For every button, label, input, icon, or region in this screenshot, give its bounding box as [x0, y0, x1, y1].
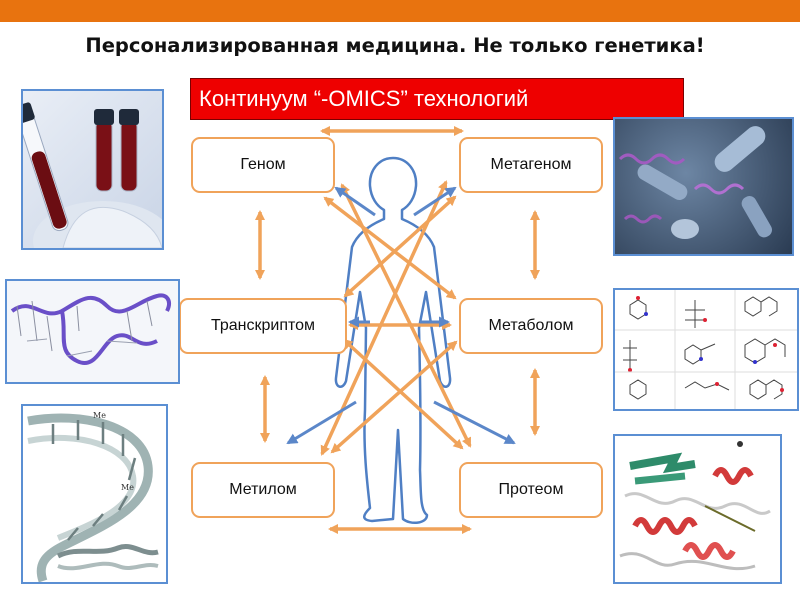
node-proteome: Протеом	[459, 462, 603, 518]
metabolite-structures-image	[613, 288, 799, 411]
top-accent-bar	[0, 0, 800, 22]
blue-arrows	[286, 186, 516, 445]
arrow-metabolome-methylome	[330, 340, 458, 454]
blue-arrow-to-proteome	[433, 400, 516, 445]
gut-bacteria-microscopy-image	[613, 117, 794, 256]
node-metabolome: Метаболом	[459, 298, 603, 354]
blood-sample-tubes-image	[21, 89, 164, 250]
slide-title: Персонализированная медицина. Не только …	[85, 34, 705, 57]
node-transcriptome: Транскриптом	[179, 298, 347, 354]
arrow-genome-proteome	[340, 183, 472, 448]
protein-ribbon-structure-image	[613, 434, 782, 584]
svg-text:Me: Me	[121, 483, 134, 492]
omics-banner: Континуум “-OMICS” технологий	[190, 78, 684, 120]
blue-arrow-to-methylome	[286, 400, 357, 445]
blue-arrow-to-metagenome	[413, 186, 457, 217]
rna-molecule-image	[5, 279, 180, 384]
node-genome: Геном	[191, 137, 335, 193]
dna-methylation-helix-image: Me Me	[21, 404, 168, 584]
svg-text:Me: Me	[93, 411, 106, 420]
node-metagenome: Метагеном	[459, 137, 603, 193]
node-methylome: Метилом	[191, 462, 335, 518]
orange-arrows	[255, 126, 540, 534]
blue-arrow-to-genome	[334, 186, 376, 217]
